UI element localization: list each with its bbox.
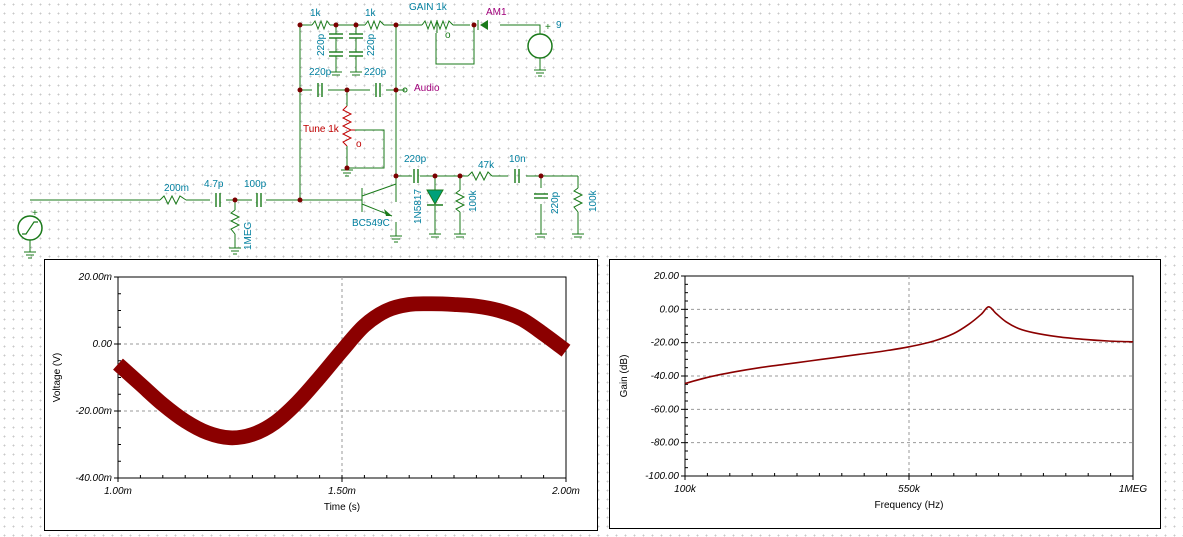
label-tune: Tune 1k xyxy=(303,124,340,135)
component-labels: 1k 1k GAIN 1k AM1 9 220p 220p 220p 220p … xyxy=(164,2,599,250)
signal-generator[interactable]: + xyxy=(17,208,43,241)
frequency-response-chart[interactable]: 20.00 0.00 -20.00 -40.00 -60.00 -80.00 -100.00… xyxy=(610,260,1162,530)
y-tick-label: -100.00 xyxy=(645,471,679,482)
resistor-r-in xyxy=(159,194,187,206)
y-tick-label: -60.00 xyxy=(651,404,680,415)
frequency-response-plot[interactable]: 20.00 0.00 -20.00 -40.00 -60.00 -80.00 -100.00… xyxy=(609,259,1161,529)
x-tick-label: 1.50m xyxy=(328,486,356,497)
label-c-top1: 220p xyxy=(316,33,327,56)
label-ammeter: AM1 xyxy=(486,7,507,18)
label-c-top2: 220p xyxy=(366,33,377,56)
label-r-top1: 1k xyxy=(310,8,322,19)
wires[interactable] xyxy=(29,24,579,252)
label-audio: Audio xyxy=(414,83,440,94)
y-tick-label: 20.00 xyxy=(653,271,679,282)
voltage-source-supply[interactable]: + xyxy=(527,22,553,59)
circuit-schematic[interactable]: + + o o 1k 1k GAIN 1k AM1 9 220p 220p 22… xyxy=(0,0,1183,260)
resistor-r-top1 xyxy=(311,19,331,31)
series-line xyxy=(113,296,571,446)
label-r-load1: 100k xyxy=(468,189,479,212)
label-c-series: 10n xyxy=(509,154,526,165)
resistors[interactable] xyxy=(159,19,584,235)
x-axis-title: Frequency (Hz) xyxy=(875,500,944,511)
y-tick-label: -40.00 xyxy=(651,371,680,382)
label-c-in1: 4.7p xyxy=(204,179,224,190)
resistor-r-top2 xyxy=(364,19,385,31)
y-tick-label: 0.00 xyxy=(660,304,680,315)
label-r-bias: 1MEG xyxy=(243,221,254,250)
label-r-top2: 1k xyxy=(365,8,377,19)
x-tick-label: 100k xyxy=(674,484,697,495)
label-c-out: 220p xyxy=(404,154,427,165)
resistor-r-bias xyxy=(229,209,241,235)
series-line xyxy=(684,306,1134,385)
ammeter-am1[interactable] xyxy=(477,20,488,30)
y-tick-label: 0.00 xyxy=(93,339,113,350)
ground-symbols xyxy=(24,58,584,259)
resistor-r-load2 xyxy=(572,187,584,213)
resistor-r-load1 xyxy=(454,189,466,213)
label-gain: GAIN 1k xyxy=(409,2,448,13)
resistor-r-series xyxy=(467,170,493,182)
time-domain-chart[interactable]: 20.00m 0.00 -20.00m -40.00m 1.00m 1.50m 2.00mT… xyxy=(45,260,599,532)
label-c-in2: 100p xyxy=(244,179,267,190)
y-tick-label: -20.00 xyxy=(651,338,680,349)
label-r-series: 47k xyxy=(478,160,495,171)
label-transistor: BC549C xyxy=(352,218,390,229)
svg-text:+: + xyxy=(32,208,38,219)
x-tick-label: 1MEG xyxy=(1119,484,1148,495)
label-r-in: 200m xyxy=(164,183,189,194)
label-c-mid2: 220p xyxy=(364,67,387,78)
svg-text:o: o xyxy=(356,139,362,150)
y-tick-label: 20.00m xyxy=(78,272,112,283)
y-tick-label: -40.00m xyxy=(75,473,112,484)
transistor-arrow-icon xyxy=(384,209,392,216)
junction-nodes xyxy=(232,22,544,203)
x-tick-label: 1.00m xyxy=(104,486,132,497)
tune-potentiometer[interactable] xyxy=(341,105,355,147)
label-r-load2: 100k xyxy=(588,189,599,212)
y-axis-title: Gain (dB) xyxy=(619,355,630,398)
svg-text:o: o xyxy=(445,30,451,41)
diode-1n5817[interactable] xyxy=(426,189,444,206)
capacitors[interactable] xyxy=(215,33,548,207)
label-c-mid1: 220p xyxy=(309,67,332,78)
x-axis-title: Time (s) xyxy=(324,502,360,513)
audio-probe-icon[interactable] xyxy=(402,87,408,93)
svg-text:+: + xyxy=(545,22,551,33)
label-supply: 9 xyxy=(556,20,562,31)
label-diode: 1N5817 xyxy=(413,189,424,224)
y-tick-label: -20.00m xyxy=(75,406,112,417)
x-tick-label: 550k xyxy=(898,484,921,495)
label-c-shunt: 220p xyxy=(550,191,561,214)
y-axis-title: Voltage (V) xyxy=(52,353,63,402)
x-tick-label: 2.00m xyxy=(551,486,580,497)
y-tick-label: -80.00 xyxy=(651,438,680,449)
